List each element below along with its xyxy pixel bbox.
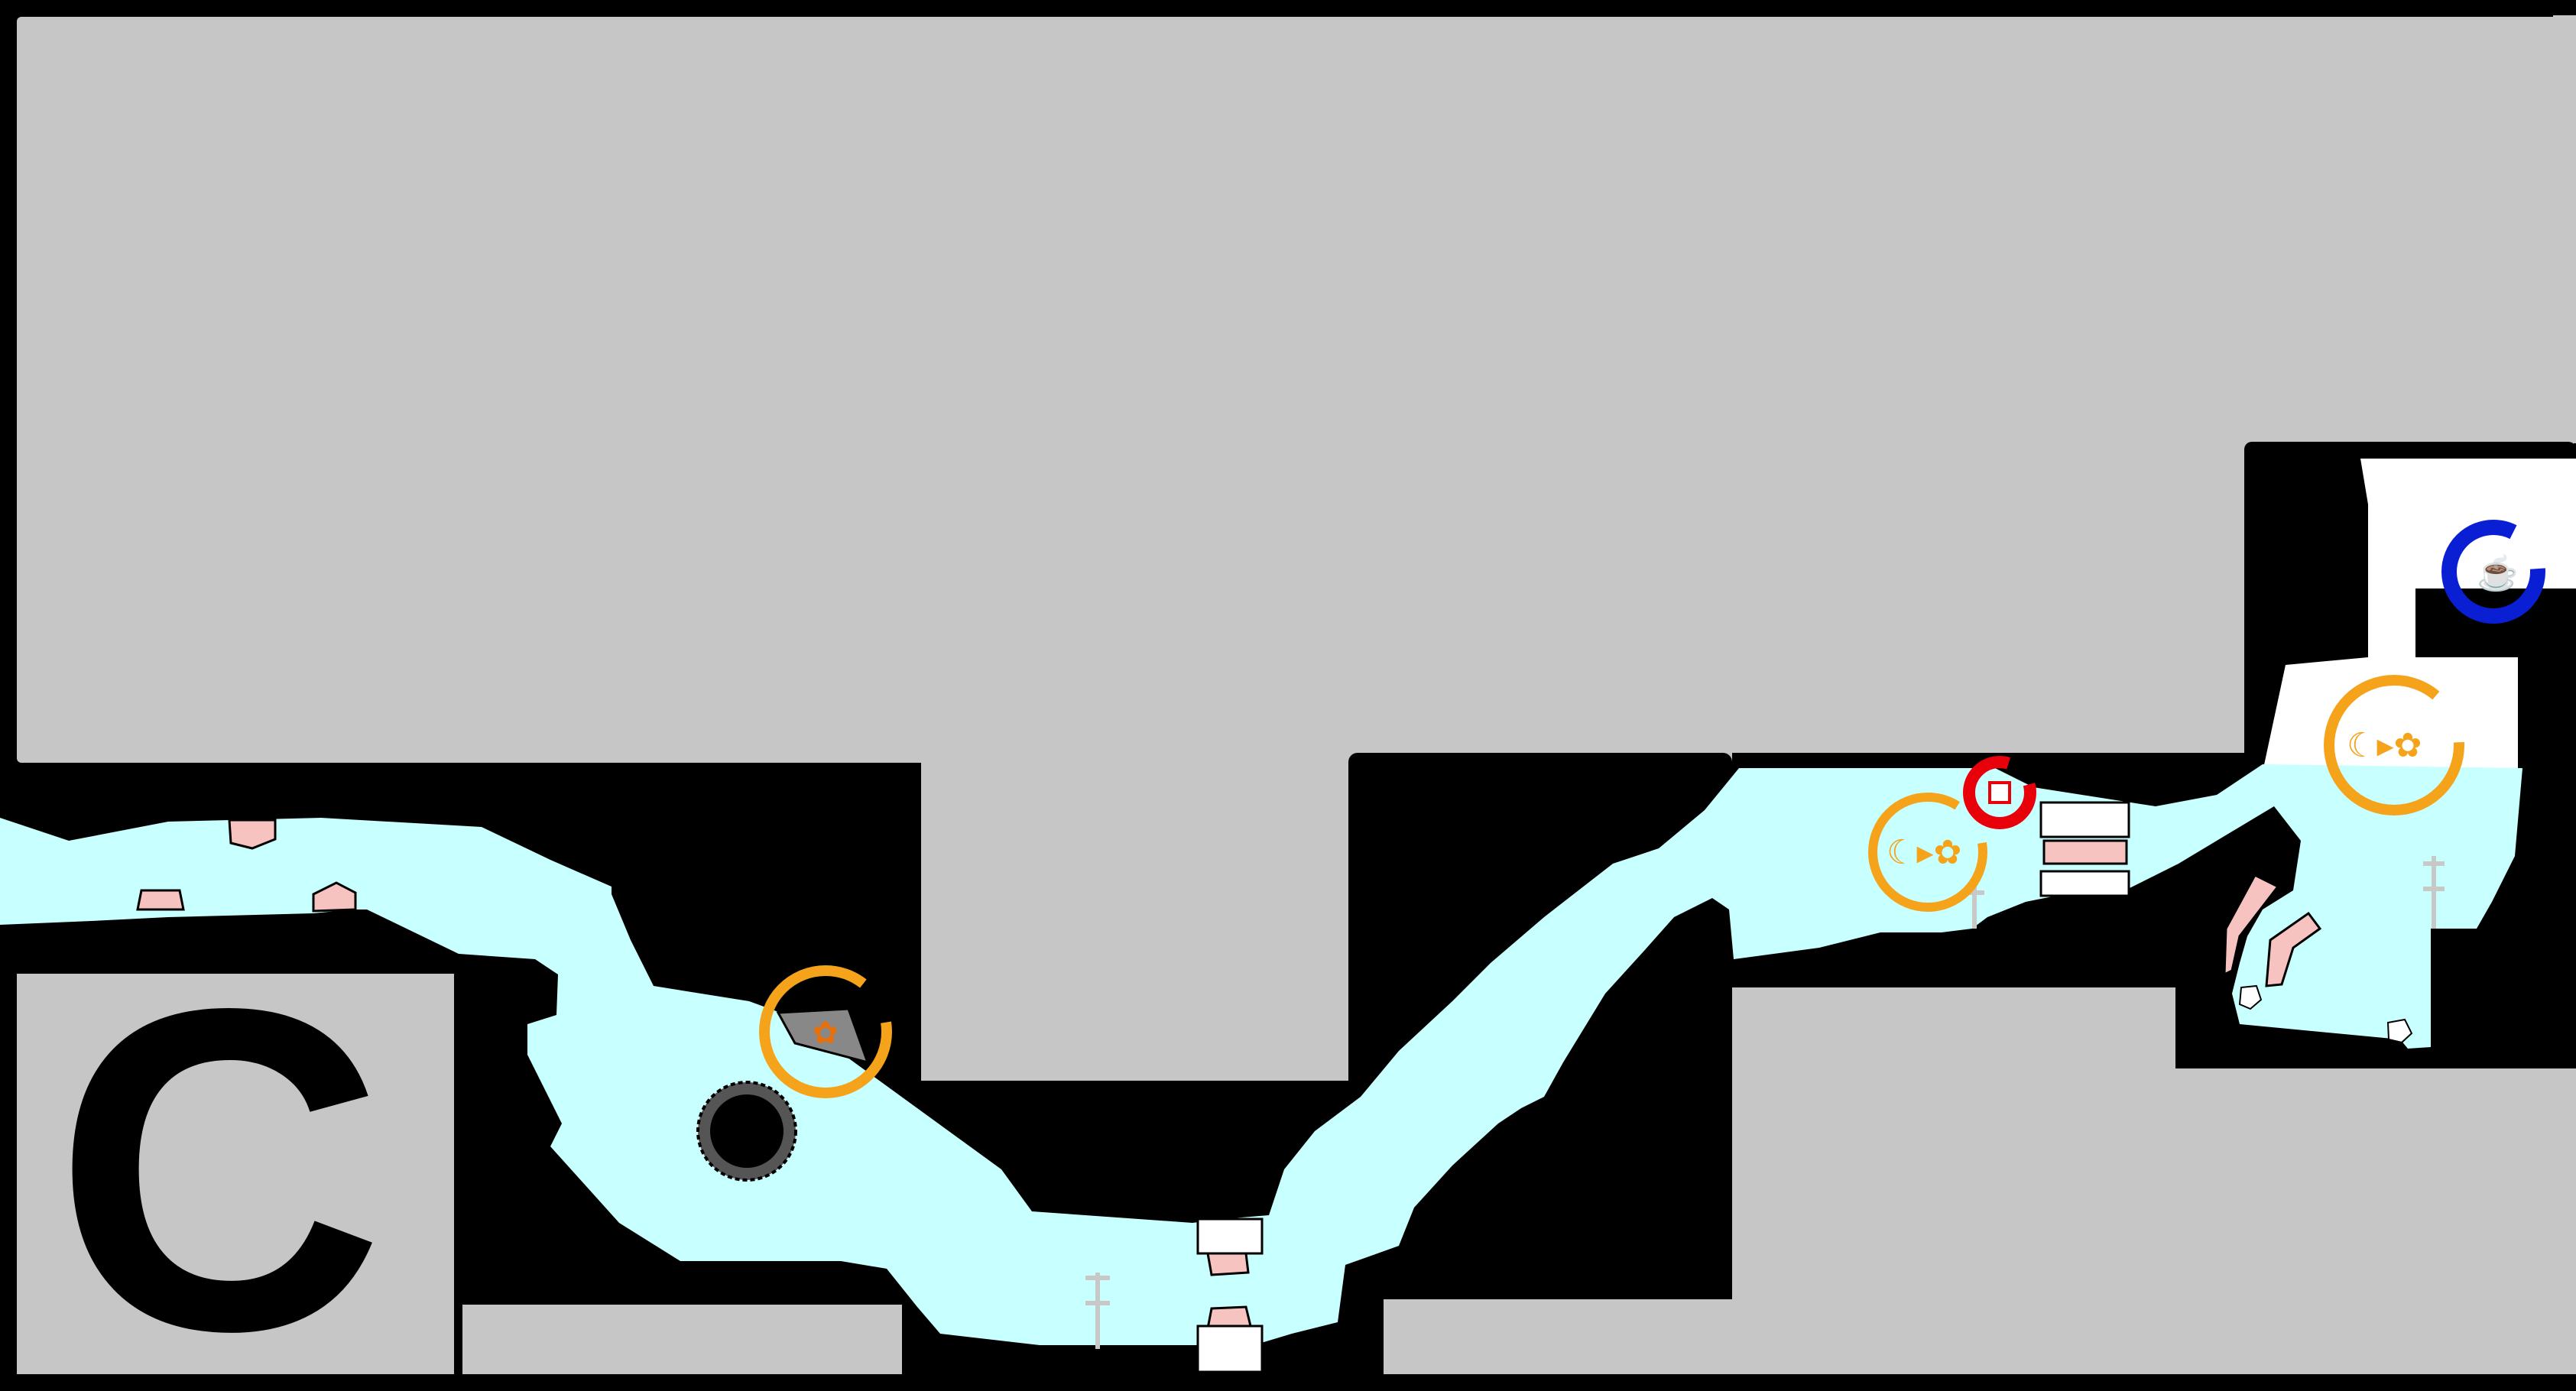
rock-top-right-mid xyxy=(2553,15,2576,443)
door-lower xyxy=(1196,1218,1264,1255)
rock-bubble-icon xyxy=(2386,1018,2413,1044)
crystals xyxy=(136,819,2322,1330)
rock-bottom-far-right xyxy=(2175,1068,2576,1374)
spiked-black-mine-hazard xyxy=(696,1081,797,1182)
rock-bottom-middle xyxy=(1367,1299,1734,1374)
rock-top-middle xyxy=(921,757,1349,1081)
doors xyxy=(1196,801,2130,1373)
door-right xyxy=(2039,801,2130,838)
water-channel xyxy=(0,764,2522,1345)
banana-to-treasure-icon: ☾▸✿ xyxy=(1887,834,1961,871)
crystal xyxy=(228,819,277,850)
cup-icon: ☕ xyxy=(2477,553,2519,592)
orange-quest-marker-middle[interactable]: ☾▸✿ xyxy=(1868,793,1987,912)
orange-quest-marker-lower[interactable]: ✿ xyxy=(759,965,892,1098)
crystal xyxy=(2223,874,2280,977)
treasure-piece-icon: ✿ xyxy=(813,1016,839,1050)
rock-top xyxy=(17,17,2574,763)
banana-to-treasure-icon: ☾▸✿ xyxy=(2347,727,2422,764)
crystal xyxy=(136,889,185,911)
door-lower-bottom xyxy=(1196,1325,1264,1373)
sign-post xyxy=(2423,856,2445,929)
crystal xyxy=(312,881,357,913)
red-quest-marker[interactable] xyxy=(1963,756,2036,829)
door-right-bottom xyxy=(2039,870,2130,897)
crystal xyxy=(2265,911,2322,987)
blue-quest-marker[interactable]: ☕ xyxy=(2441,520,2545,624)
rock-bottom-left xyxy=(17,974,454,1374)
orange-quest-marker-upper[interactable]: ☾▸✿ xyxy=(2324,675,2464,815)
room-letter: C xyxy=(54,914,384,1391)
door-right-crystal xyxy=(2042,839,2128,865)
rock-bottom-left-2 xyxy=(462,1305,903,1374)
crystal xyxy=(1206,1252,1250,1276)
sign-post xyxy=(1085,1273,1110,1349)
rock-bottom-right xyxy=(1732,987,2175,1374)
small-objects xyxy=(2238,984,2413,1044)
rock-bubble-icon xyxy=(2238,984,2263,1010)
switch-icon xyxy=(1988,781,2011,804)
rock-regions xyxy=(17,15,2576,1374)
air-chamber xyxy=(2263,459,2576,772)
